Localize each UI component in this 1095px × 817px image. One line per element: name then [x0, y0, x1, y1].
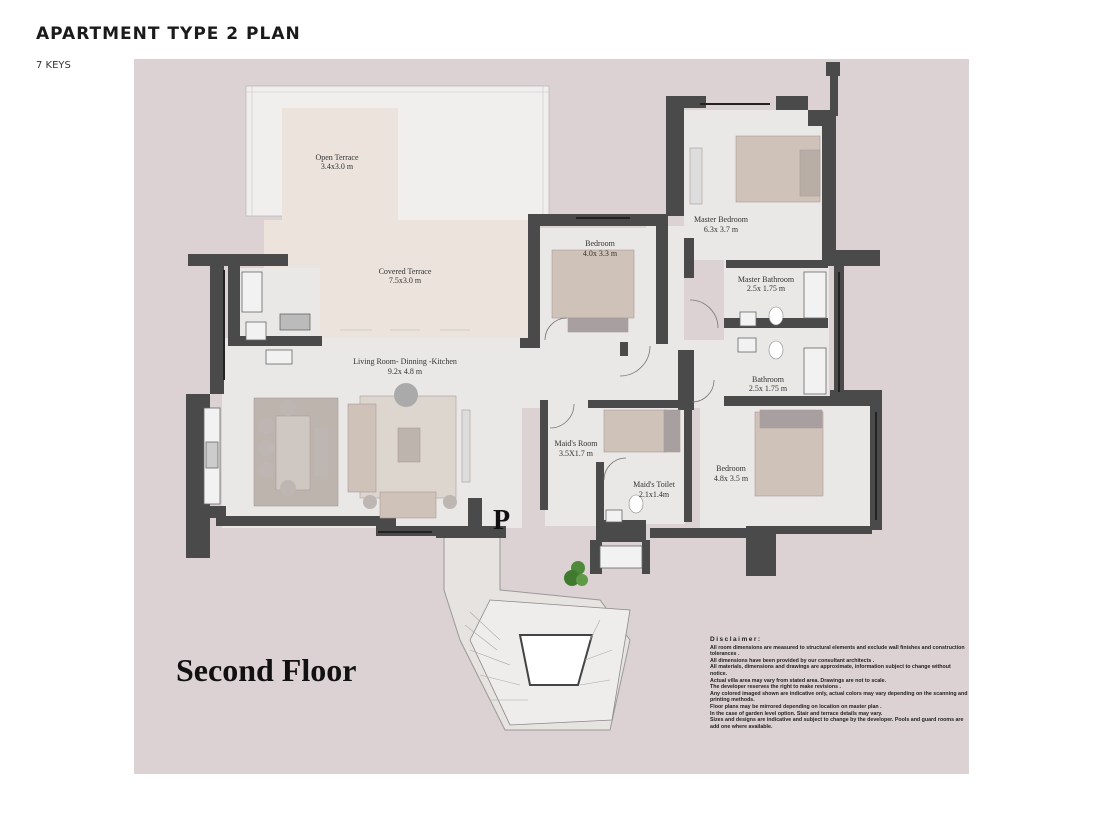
room-labels: Open Terrace 3.4x3.0 m Covered Terrace 7… [315, 153, 794, 499]
disclaimer-line: Actual villa area may vary from stated a… [710, 677, 887, 684]
room-name: Maid's Room [555, 439, 599, 448]
room-name: Master Bathroom [738, 275, 795, 284]
disclaimer-line: Floor plans may be mirrored depending on… [710, 703, 882, 710]
disclaimer-line: All dimensions have been provided by our… [710, 657, 875, 664]
page-title: APARTMENT TYPE 2 PLAN [36, 24, 301, 44]
dining-chairs [258, 383, 457, 509]
room-size: 3.5X1.7 m [559, 449, 594, 458]
room-size: 2.5x 1.75 m [747, 284, 786, 293]
disclaimer-line: All room dimensions are measured to stru… [710, 644, 965, 658]
disclaimer-line: Sizes and designs are indicative and sub… [710, 717, 964, 730]
disclaimer-line: All materials, dimensions and drawings a… [710, 664, 951, 677]
furniture [253, 135, 824, 519]
room-size: 4.8x 3.5 m [714, 474, 749, 483]
room-size: 2.1x1.4m [639, 490, 670, 499]
keys-count: 7 KEYS [36, 60, 71, 71]
room-size: 7.5x3.0 m [389, 276, 422, 285]
door-swings [544, 299, 719, 481]
room-size: 6.3x 3.7 m [704, 225, 739, 234]
terrace-railing [246, 86, 549, 216]
plant-icon [564, 561, 588, 586]
disclaimer: Disclaimer: All room dimensions are meas… [710, 636, 968, 730]
room-name: Master Bedroom [694, 215, 749, 224]
room-size: 2.5x 1.75 m [749, 384, 788, 393]
room-name: Bedroom [585, 239, 616, 248]
kitchen-units [203, 271, 827, 569]
disclaimer-heading: Disclaimer: [710, 636, 762, 643]
room-name: Open Terrace [315, 153, 358, 162]
room-name: Covered Terrace [379, 267, 432, 276]
room-name: Maid's Toilet [633, 480, 676, 489]
disclaimer-line: The developer reserves the right to make… [710, 684, 842, 691]
room-name: Living Room- Dinning -Kitchen [353, 357, 457, 366]
room-name: Bathroom [752, 375, 785, 384]
windows [223, 103, 877, 533]
room-name: Bedroom [716, 464, 747, 473]
room-size: 9.2x 4.8 m [388, 367, 423, 376]
room-size: 3.4x3.0 m [321, 162, 354, 171]
room-size: 4.0x 3.3 m [583, 249, 618, 258]
disclaimer-line: Any colored imaged shown are indicative … [710, 690, 968, 704]
disclaimer-line: In the case of garden level option. Stai… [710, 710, 883, 717]
staircase [443, 529, 631, 731]
entry-marker: P [493, 505, 511, 536]
floor-label: Second Floor [176, 652, 357, 688]
toilets [628, 306, 784, 514]
